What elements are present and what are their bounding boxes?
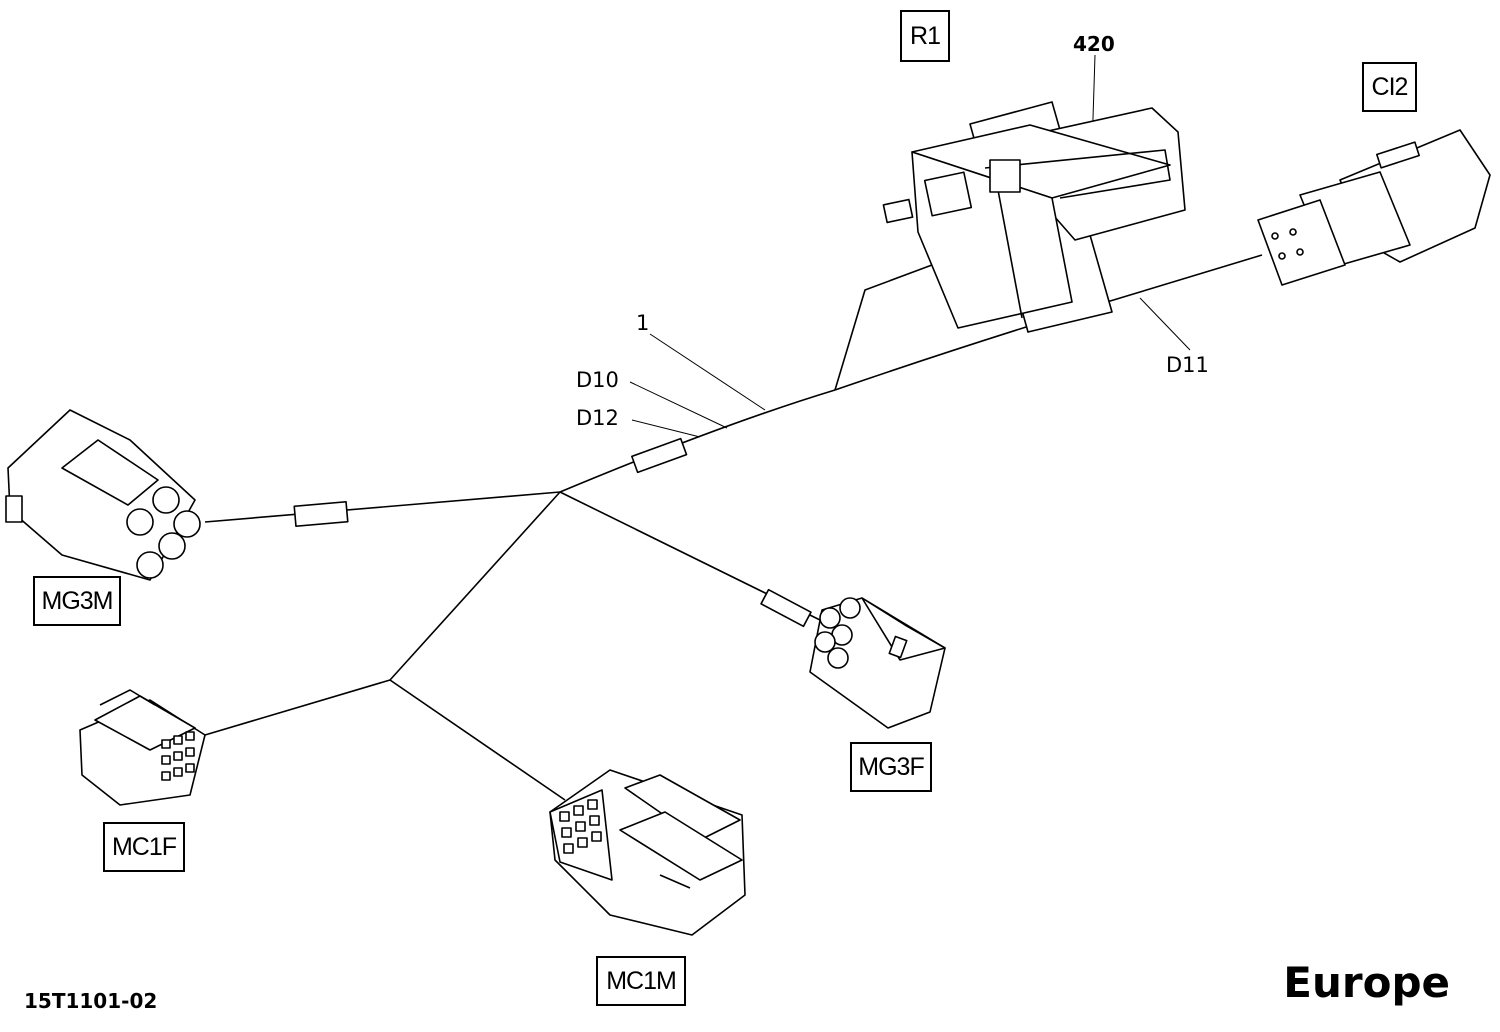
mc1m-terminal — [559, 811, 570, 822]
mg3f-label: MG3F — [850, 742, 932, 792]
ci2-front-face — [1257, 199, 1346, 286]
mc1f-terminal — [185, 747, 195, 757]
mc1m-terminal — [575, 821, 586, 832]
leader-d11 — [1139, 297, 1191, 351]
callout-d11: D11 — [1166, 353, 1209, 377]
mc1m-latch-arm — [619, 811, 743, 881]
mg3m-latch — [61, 439, 159, 506]
mg3f-cavity-1 — [839, 597, 861, 619]
callout-d10: D10 — [576, 368, 619, 392]
mc1f-top — [94, 695, 196, 751]
mg3f-latch — [888, 635, 908, 659]
mc1f-terminal — [161, 755, 171, 765]
callout-420: 420 — [1073, 32, 1115, 56]
mc1f-terminal — [173, 751, 183, 761]
mc1m-slot — [659, 874, 691, 889]
r1-relay-connector — [882, 101, 1186, 333]
r1-label: R1 — [900, 10, 950, 62]
mc1f-terminal — [185, 763, 195, 773]
ci2-pin-4 — [1296, 248, 1304, 256]
mc1m-terminal — [563, 843, 574, 854]
sleeve-mg3f — [760, 588, 812, 628]
r1-cable-strap — [984, 149, 1171, 199]
mc1f-terminal — [161, 739, 171, 749]
mc1m-terminal — [589, 815, 600, 826]
lower-branch-wire — [389, 491, 561, 681]
r1-mounting-tab — [923, 171, 973, 217]
mc1m-terminal — [587, 799, 598, 810]
mc1f-connector — [79, 689, 206, 806]
mc1m-terminal — [577, 837, 588, 848]
ci2-label: CI2 — [1362, 62, 1417, 112]
mg3f-cavity-4 — [814, 631, 836, 653]
mg3m-cavity-3 — [126, 508, 154, 536]
callout-d12: D12 — [576, 406, 619, 430]
mg3m-cavity-1 — [152, 486, 180, 514]
leader-lines — [629, 54, 1191, 438]
mc1f-terminal — [173, 767, 183, 777]
mc1m-terminal — [573, 805, 584, 816]
mg3m-cavity-2 — [173, 510, 201, 538]
r1-edge-line — [997, 189, 1023, 319]
mg3m-cavity-5 — [136, 551, 164, 579]
mg3f-cavity-5 — [827, 647, 849, 669]
mg3m-label: MG3M — [33, 576, 121, 626]
mc1m-face — [549, 789, 613, 881]
ci2-pin-1 — [1271, 232, 1279, 240]
mc1m-branch-wire — [389, 679, 566, 801]
mg3f-side — [861, 597, 946, 661]
harness-wires — [204, 254, 1263, 801]
mc1m-terminal — [591, 831, 602, 842]
leader-d10 — [629, 381, 728, 429]
sleeve-mg3m — [293, 500, 349, 528]
mc1m-terminal — [561, 827, 572, 838]
leader-d12 — [631, 419, 701, 438]
mc1f-terminal — [161, 771, 171, 781]
mg3f-cavity-2 — [819, 607, 841, 629]
mc1m-terminal-grid — [559, 799, 602, 854]
ci2-latch — [1376, 141, 1420, 169]
drawing-number: 15T1101-02 — [24, 989, 158, 1013]
leader-1 — [649, 333, 766, 411]
mc1f-terminal-grid — [161, 731, 195, 781]
wire-sleeves — [293, 437, 812, 628]
mc1m-label: MC1M — [596, 956, 686, 1006]
mg3m-cavity-4 — [158, 532, 186, 560]
mc1m-connector — [549, 769, 746, 936]
sleeve-d12 — [631, 437, 688, 474]
mc1f-latch — [99, 689, 156, 706]
mg3m-branch-wire — [204, 491, 561, 523]
mg3f-connector — [809, 597, 946, 729]
mc1f-terminal — [173, 735, 183, 745]
region-label: Europe — [1283, 958, 1450, 1007]
ci2-connector — [1257, 129, 1491, 286]
mc1f-terminal — [185, 731, 195, 741]
r1-clip — [989, 159, 1021, 193]
callout-1: 1 — [636, 311, 650, 335]
mg3m-connector — [5, 409, 201, 581]
ci2-pin-2 — [1289, 228, 1297, 236]
ci2-pin-3 — [1278, 252, 1286, 260]
r1-mounting-screw — [882, 198, 914, 224]
mg3m-side-clip — [5, 495, 23, 523]
r1-branch-wire — [834, 261, 941, 391]
mc1f-label: MC1F — [103, 822, 185, 872]
mc1f-branch-wire — [204, 679, 391, 736]
